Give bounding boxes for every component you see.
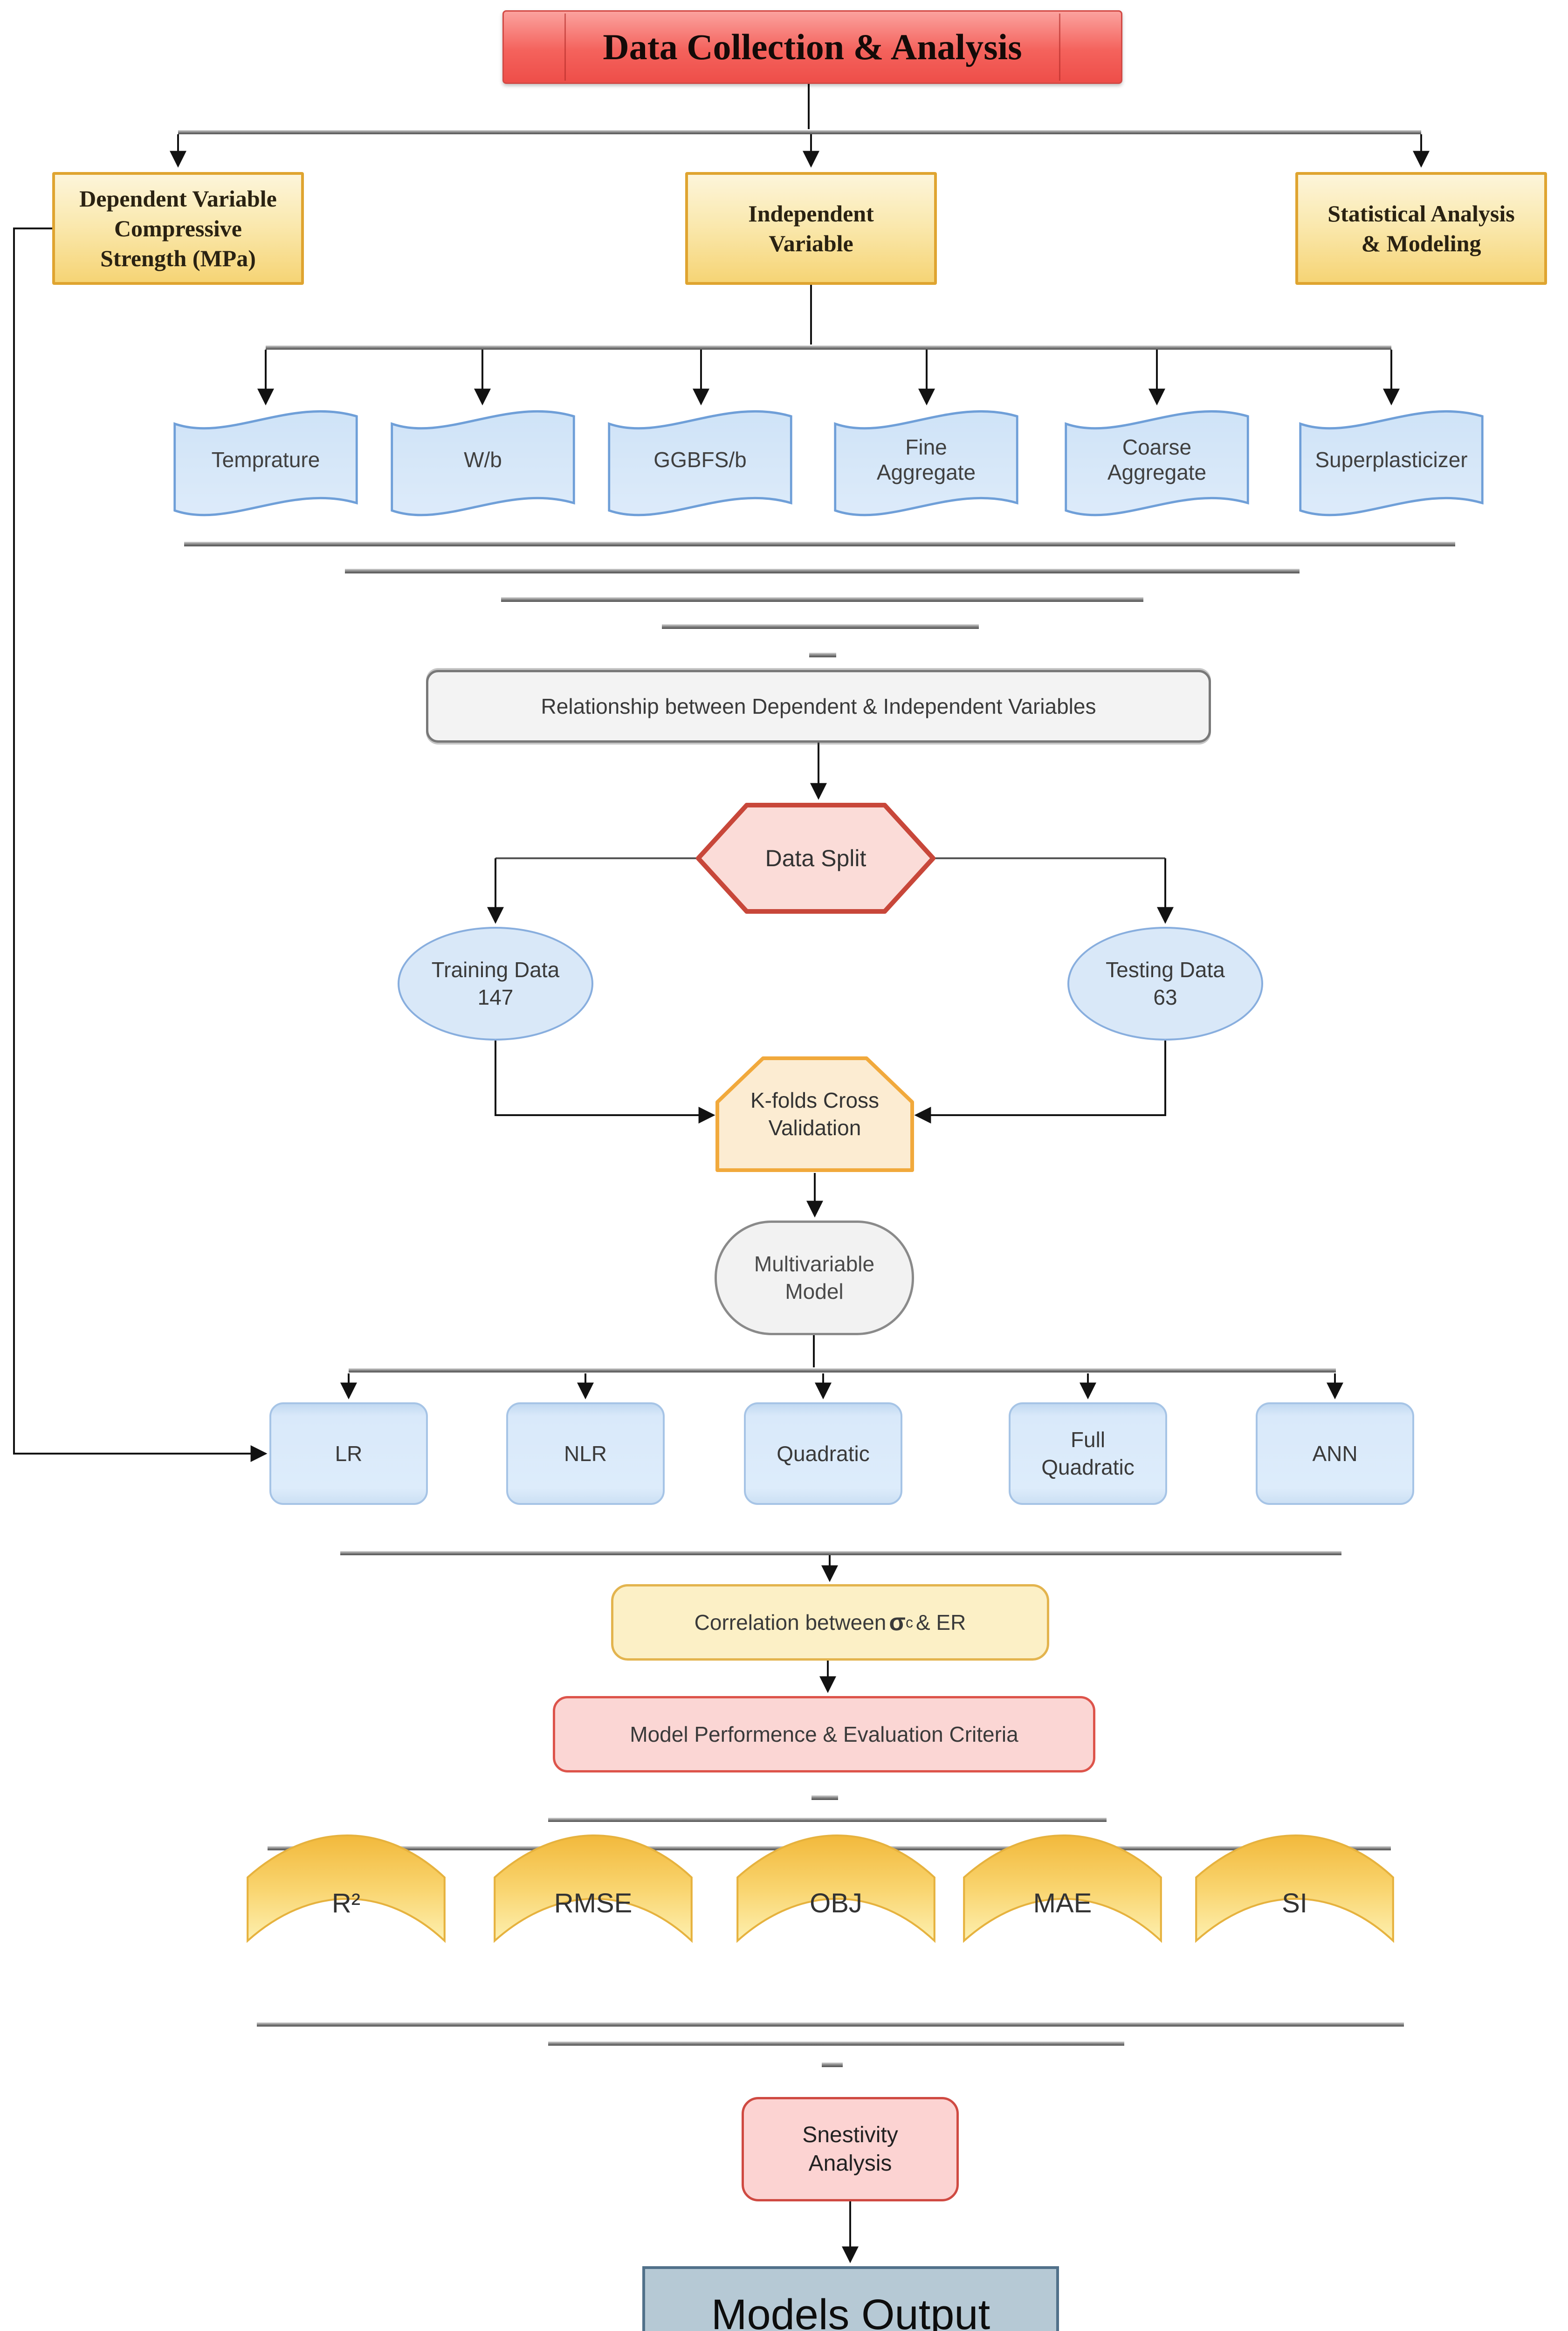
metric-label: R² [331,1888,361,1918]
variable-flag-fine-aggregate: Fine Aggregate [832,397,1020,523]
variable-flag-coarse-aggregate: Coarse Aggregate [1063,397,1251,523]
model-box-lr: LR [269,1402,428,1505]
model-box-full-quadratic: Full Quadratic [1009,1402,1167,1505]
wave-shape [247,1834,446,1943]
variable-label: Temprature [211,448,320,472]
wave-shape [1299,410,1484,517]
statistical-analysis-box: Statistical Analysis & Modeling [1295,172,1547,285]
variable-label: Superplasticizer [1315,448,1468,472]
variable-label: Coarse Aggregate [1107,435,1207,484]
metric-label: OBJ [810,1888,862,1918]
training-data-ellipse: Training Data 147 [398,927,593,1041]
independent-variable-label: Independent Variable [748,200,874,256]
variable-flag-ggbfs: GGBFS/b [606,397,794,523]
title-ribbon-line-right [1059,14,1060,81]
relationship-box: Relationship between Dependent & Indepen… [426,670,1211,743]
wave-shape [736,1834,935,1943]
kfolds-label: K-folds Cross Validation [750,1088,880,1140]
correlation-prefix: Correlation between [694,1610,887,1634]
connector-lines [13,84,1430,2263]
wave-shape [834,410,1018,517]
metric-label: MAE [1033,1888,1092,1918]
model-label: ANN [1312,1441,1358,1466]
sigma-subscript: c [905,1614,913,1631]
variable-label: W/b [464,448,502,472]
model-performance-label: Model Performence & Evaluation Criteria [630,1722,1018,1746]
wave-shape [391,410,575,517]
sensitivity-analysis-label: Snestivity Analysis [802,2122,898,2176]
model-box-quadratic: Quadratic [744,1402,902,1505]
title-box: Data Collection & Analysis [502,10,1122,84]
wave-shape [608,410,792,517]
variable-flag-superplasticizer: Superplasticizer [1298,397,1485,523]
wave-shape [1065,410,1249,517]
wave-shape [1195,1834,1394,1943]
metric-flag-obj: OBJ [735,1825,937,1965]
multivariable-model-label: Multivariable Model [754,1252,875,1303]
relationship-label: Relationship between Dependent & Indepen… [541,694,1096,718]
kfolds-shape [715,1056,914,1172]
metric-flag-mae: MAE [961,1825,1164,1965]
models-output-box: Models Output [642,2266,1059,2331]
model-box-nlr: NLR [506,1402,665,1505]
independent-variable-box: Independent Variable [685,172,937,285]
model-label: LR [335,1441,363,1466]
variable-label: Fine Aggregate [876,435,976,484]
variable-flag-wb: W/b [389,397,577,523]
wave-shape [963,1834,1162,1943]
testing-data-ellipse: Testing Data 63 [1067,927,1263,1041]
testing-data-label: Testing Data 63 [1106,958,1225,1009]
wave-shape [173,410,358,517]
models-output-label: Models Output [711,2291,990,2331]
sigma-symbol: σ [889,1608,906,1636]
model-label: NLR [564,1441,607,1466]
title-label: Data Collection & Analysis [603,27,1022,68]
multivariable-model-box: Multivariable Model [715,1221,914,1335]
model-label: Quadratic [777,1441,870,1466]
statistical-analysis-label: Statistical Analysis & Modeling [1327,200,1515,256]
data-split-label: Data Split [765,845,867,871]
title-ribbon-line-left [564,14,566,81]
kfolds-cross-validation-box: K-folds Cross Validation [715,1055,915,1173]
model-label: Full Quadratic [1041,1428,1135,1479]
variable-flag-temprature: Temprature [172,397,359,523]
dependent-variable-label: Dependent Variable Compressive Strength … [79,186,277,271]
wave-shape [494,1834,693,1943]
data-split-hexagon: Data Split [695,800,937,916]
metric-flag-r2: R² [245,1825,447,1965]
metric-flag-rmse: RMSE [492,1825,695,1965]
dependent-variable-box: Dependent Variable Compressive Strength … [52,172,304,285]
variable-label: GGBFS/b [653,448,747,472]
model-performance-box: Model Performence & Evaluation Criteria [553,1696,1095,1772]
hexagon-shape [696,803,935,914]
sensitivity-analysis-box: Snestivity Analysis [742,2097,959,2201]
model-box-ann: ANN [1256,1402,1414,1505]
metric-label: SI [1282,1888,1307,1918]
metric-label: RMSE [554,1888,633,1918]
training-data-label: Training Data 147 [431,958,560,1009]
correlation-suffix: & ER [915,1610,966,1634]
metric-flag-si: SI [1193,1825,1396,1965]
